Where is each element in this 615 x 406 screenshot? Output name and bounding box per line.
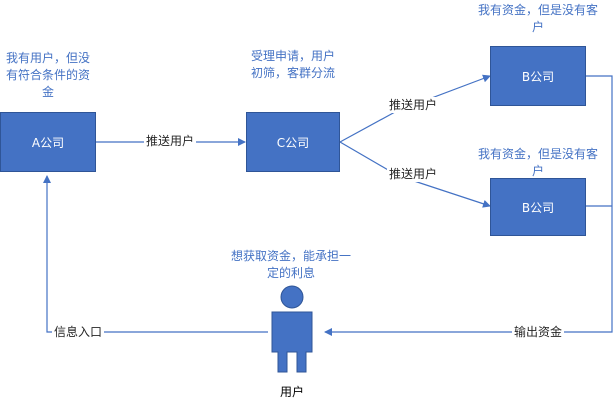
- edge-b-to-user: [324, 75, 613, 336]
- user-person-icon: [271, 285, 313, 373]
- note-user: 想获取资金，能承担一定的利息: [230, 249, 351, 280]
- edge-label-user-to-a: 信息入口: [52, 324, 105, 340]
- node-b-company-bottom[interactable]: B公司: [490, 178, 586, 236]
- user-label: 用户: [280, 385, 305, 399]
- node-c-company[interactable]: C公司: [246, 112, 340, 172]
- edge-label-a-to-c: 推送用户: [144, 133, 197, 149]
- note-c: 受理申请，用户初筛，客群分流: [250, 49, 335, 80]
- edge-label-c-to-b2: 推送用户: [387, 166, 440, 182]
- node-a-company[interactable]: A公司: [0, 112, 96, 172]
- node-b-company-top[interactable]: B公司: [490, 46, 586, 106]
- edge-label-c-to-b1: 推送用户: [387, 97, 440, 113]
- note-b2: 我有资金，但是没有客户: [477, 147, 598, 178]
- edge-user-to-a: [43, 175, 268, 333]
- edge-label-b-to-user: 输出资金: [512, 324, 565, 340]
- note-b1: 我有资金，但是没有客户: [477, 3, 598, 34]
- note-a: 我有用户，但没有符合条件的资金: [5, 51, 90, 99]
